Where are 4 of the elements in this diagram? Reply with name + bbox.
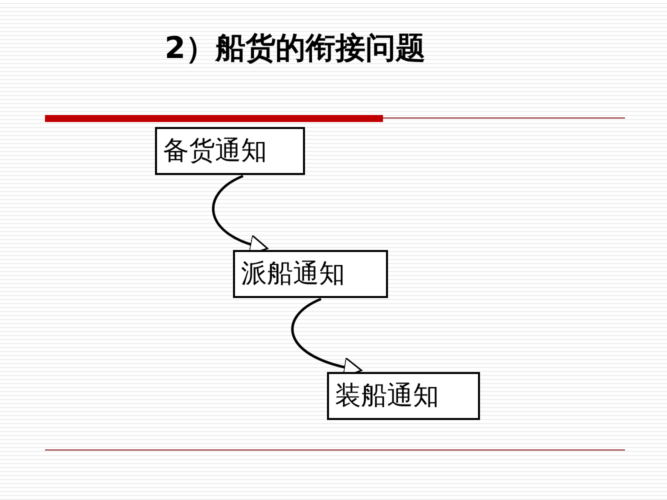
title: 2）船货的衔接问题 [164,30,426,68]
process-box: 装船通知 [327,372,480,420]
process-box: 派船通知 [233,250,388,298]
process-box: 备货通知 [155,127,305,175]
